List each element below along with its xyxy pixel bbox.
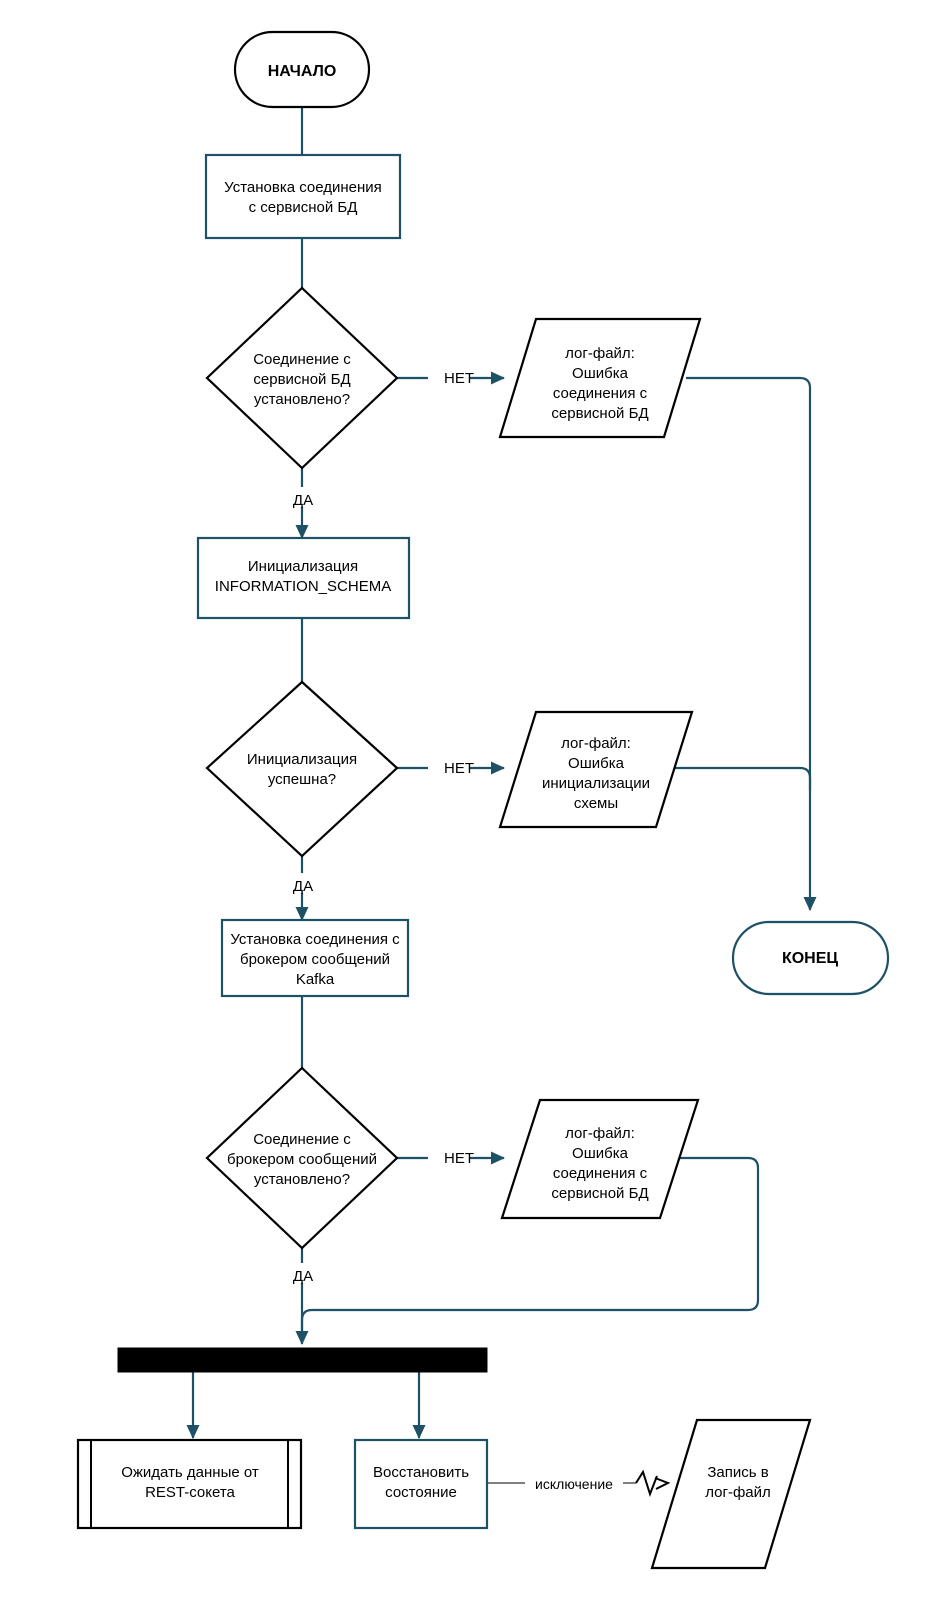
edge-label-bg-yes-2 xyxy=(286,873,322,893)
node-connect-db[interactable]: Установка соединения с сервисной БД xyxy=(204,153,402,240)
node-restore-state-line2: состояние xyxy=(385,1484,457,1501)
edge-label-bg-exception xyxy=(525,1472,623,1492)
node-write-log-line2: лог-файл xyxy=(705,1484,771,1501)
node-log-db-error-line3: соединения с xyxy=(553,385,648,402)
edge-label-yes-1: ДА xyxy=(293,492,313,509)
node-init-schema-line1: Инициализация xyxy=(248,558,358,575)
node-connect-db-line2: с сервисной БД xyxy=(249,199,358,216)
node-restore-state-line1: Восстановить xyxy=(373,1464,469,1481)
node-connect-db-line1: Установка соединения xyxy=(224,179,382,196)
node-init-schema-line2: INFORMATION_SCHEMA xyxy=(215,578,391,595)
node-connect-kafka[interactable]: Установка соединения с брокером сообщени… xyxy=(220,918,410,998)
node-log-kafka-error-line4: сервисной БД xyxy=(551,1185,648,1202)
edge-log-kafka-error-to-fork xyxy=(295,1156,760,1345)
node-write-log-line1: Запись в xyxy=(707,1464,768,1481)
edge-label-no-3: НЕТ xyxy=(444,1150,474,1167)
edge-label-bg-no-1 xyxy=(428,365,470,385)
node-init-schema[interactable]: Инициализация INFORMATION_SCHEMA xyxy=(196,536,411,620)
edge-label-exception: исключение xyxy=(535,1476,613,1492)
node-wait-rest[interactable]: Ожидать данные от REST-сокета xyxy=(76,1438,303,1530)
exception-arrow-icon xyxy=(654,1477,671,1490)
edge-label-bg-yes-1 xyxy=(286,487,322,507)
node-log-init-error-line2: Ошибка xyxy=(568,755,625,772)
node-start-label: НАЧАЛО xyxy=(268,63,337,80)
node-end[interactable]: КОНЕЦ xyxy=(731,920,890,996)
node-decide-db-line1: Соединение с xyxy=(253,351,351,368)
node-log-kafka-error-line3: соединения с xyxy=(553,1165,648,1182)
node-restore-state[interactable]: Восстановить состояние xyxy=(353,1438,489,1530)
node-log-init-error-line3: инициализации xyxy=(542,775,650,792)
node-log-kafka-error[interactable]: лог-файл: Ошибка соединения с сервисной … xyxy=(500,1098,700,1220)
exception-zigzag-icon xyxy=(635,1469,658,1498)
node-log-init-error-line1: лог-файл: xyxy=(561,735,631,752)
node-decide-db-line3: установлено? xyxy=(254,391,350,408)
node-log-db-error-line1: лог-файл: xyxy=(565,345,635,362)
node-decide-db-line2: сервисной БД xyxy=(253,371,350,388)
node-log-db-error[interactable]: лог-файл: Ошибка соединения с сервисной … xyxy=(498,317,702,439)
node-wait-rest-line2: REST-сокета xyxy=(145,1484,235,1501)
node-end-label: КОНЕЦ xyxy=(782,950,838,967)
node-log-db-error-line2: Ошибка xyxy=(572,365,629,382)
node-log-kafka-error-line2: Ошибка xyxy=(572,1145,629,1162)
edge-log-db-error-to-end xyxy=(686,376,817,911)
node-decide-init-line1: Инициализация xyxy=(247,751,357,768)
node-log-db-error-line4: сервисной БД xyxy=(551,405,648,422)
edge-label-bg-no-2 xyxy=(428,755,470,775)
edge-label-no-2: НЕТ xyxy=(444,760,474,777)
edge-label-yes-3: ДА xyxy=(293,1268,313,1285)
node-connect-kafka-line3: Kafka xyxy=(296,971,335,988)
node-decide-kafka-line2: брокером сообщений xyxy=(227,1151,377,1168)
node-connect-kafka-line2: брокером сообщений xyxy=(240,951,390,968)
edge-label-bg-no-3 xyxy=(428,1145,470,1165)
node-decide-init-line2: успешна? xyxy=(268,771,336,788)
node-log-init-error[interactable]: лог-файл: Ошибка инициализации схемы xyxy=(498,710,694,829)
node-decide-db[interactable]: Соединение с сервисной БД установлено? xyxy=(205,286,399,470)
node-log-kafka-error-line1: лог-файл: xyxy=(565,1125,635,1142)
node-decide-kafka[interactable]: Соединение с брокером сообщений установл… xyxy=(205,1066,399,1250)
node-decide-kafka-line3: установлено? xyxy=(254,1171,350,1188)
node-log-init-error-line4: схемы xyxy=(574,795,618,812)
edge-log-init-error-to-end xyxy=(672,766,812,790)
node-write-log[interactable]: Запись в лог-файл xyxy=(650,1418,812,1570)
node-start[interactable]: НАЧАЛО xyxy=(233,30,371,109)
node-fork-bar[interactable] xyxy=(117,1347,488,1373)
node-decide-init[interactable]: Инициализация успешна? xyxy=(205,680,399,858)
edge-label-yes-2: ДА xyxy=(293,878,313,895)
edge-label-bg-yes-3 xyxy=(286,1263,322,1283)
node-connect-kafka-line1: Установка соединения с xyxy=(230,931,400,948)
edge-label-no-1: НЕТ xyxy=(444,370,474,387)
node-decide-kafka-line1: Соединение с xyxy=(253,1131,351,1148)
node-wait-rest-line1: Ожидать данные от xyxy=(121,1464,259,1481)
